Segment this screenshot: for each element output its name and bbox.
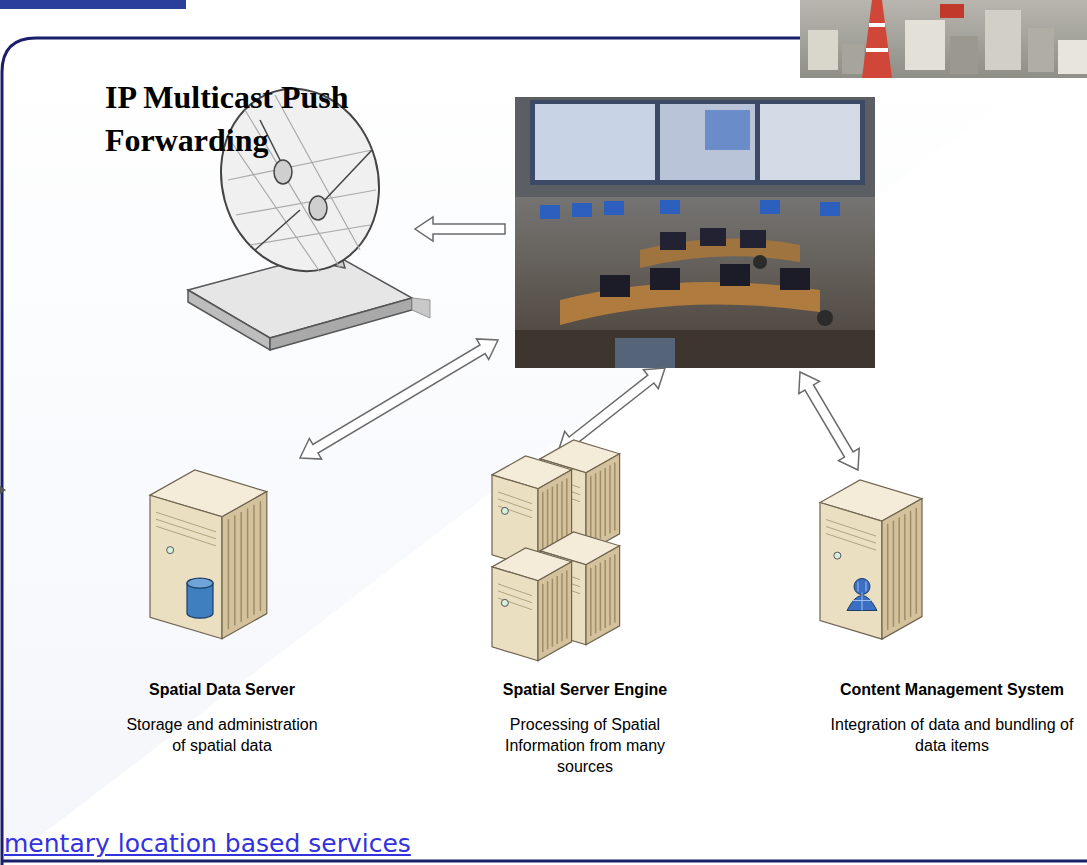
user-symbol <box>854 579 870 595</box>
slide-frame <box>2 38 1087 865</box>
server-slot <box>156 526 216 546</box>
server-slot <box>498 492 532 504</box>
server-side <box>882 499 922 639</box>
server-vent <box>609 465 611 533</box>
slide-title: IP Multicast Push Forwarding <box>105 76 385 162</box>
hollow-arrow <box>300 339 498 459</box>
server-vent <box>253 505 255 615</box>
server-vent <box>247 508 249 618</box>
server-vent <box>595 565 597 633</box>
server-vent <box>590 476 592 544</box>
server-vent <box>604 468 606 536</box>
server-vent <box>609 557 611 625</box>
server-vent <box>228 519 230 629</box>
server-vent <box>887 524 889 630</box>
server-vent <box>590 568 592 636</box>
server-vent <box>904 514 906 620</box>
server-vent <box>614 463 616 531</box>
hollow-arrow <box>558 368 665 452</box>
server-icons <box>150 440 922 661</box>
server-vent <box>234 516 236 626</box>
server-vent <box>260 501 262 611</box>
hollow-arrow <box>799 372 859 470</box>
server-side <box>538 562 572 661</box>
server-description: Storage and administration of spatial da… <box>122 714 322 756</box>
server-vent <box>240 512 242 622</box>
server-vent <box>595 473 597 541</box>
slide-caption: mentary location based services <box>4 829 411 859</box>
server-vent <box>916 508 918 614</box>
server-vent <box>542 584 544 652</box>
server-slot <box>826 527 876 544</box>
hollow-arrows <box>300 217 859 470</box>
server-label-group: Spatial Server EngineProcessing of Spati… <box>465 680 705 777</box>
server-vent <box>600 471 602 539</box>
server-slot <box>826 534 876 551</box>
city-photo <box>800 0 1087 78</box>
server-vent <box>893 521 895 627</box>
server-name: Spatial Server Engine <box>465 680 705 700</box>
server-vent <box>566 571 568 639</box>
frame-marker <box>0 486 6 494</box>
server-label-group: Content Management SystemIntegration of … <box>827 680 1077 756</box>
server-vent <box>604 560 606 628</box>
database-symbol <box>187 578 213 588</box>
server-vent <box>552 579 554 647</box>
server-name: Content Management System <box>827 680 1077 700</box>
server-slot <box>498 506 532 518</box>
server-vent <box>910 511 912 617</box>
slide-frame-bottom <box>2 860 1087 863</box>
server-button <box>501 507 508 514</box>
control-room-photo <box>515 97 875 368</box>
server-label-group: Spatial Data ServerStorage and administr… <box>102 680 342 756</box>
server-description: Processing of Spatial Information from m… <box>485 714 685 777</box>
server-button <box>167 547 174 554</box>
server-front <box>820 503 882 640</box>
server-vent <box>600 563 602 631</box>
header-strip <box>0 0 186 9</box>
server-slot <box>826 520 876 537</box>
server-button <box>834 552 841 559</box>
server-vent <box>556 576 558 644</box>
server-side <box>586 546 620 645</box>
server-slot <box>498 584 532 596</box>
server-vent <box>561 573 563 641</box>
server-front <box>150 495 222 639</box>
server-vent <box>898 517 900 623</box>
user-symbol-grid <box>852 582 872 611</box>
server-slot <box>498 598 532 610</box>
server-vent <box>614 555 616 623</box>
server-front <box>492 567 538 661</box>
server-button <box>501 599 508 606</box>
server-description: Integration of data and bundling of data… <box>829 714 1075 756</box>
server-name: Spatial Data Server <box>102 680 342 700</box>
server-vent <box>547 581 549 649</box>
server-side <box>222 492 267 639</box>
hollow-arrow <box>415 217 505 241</box>
